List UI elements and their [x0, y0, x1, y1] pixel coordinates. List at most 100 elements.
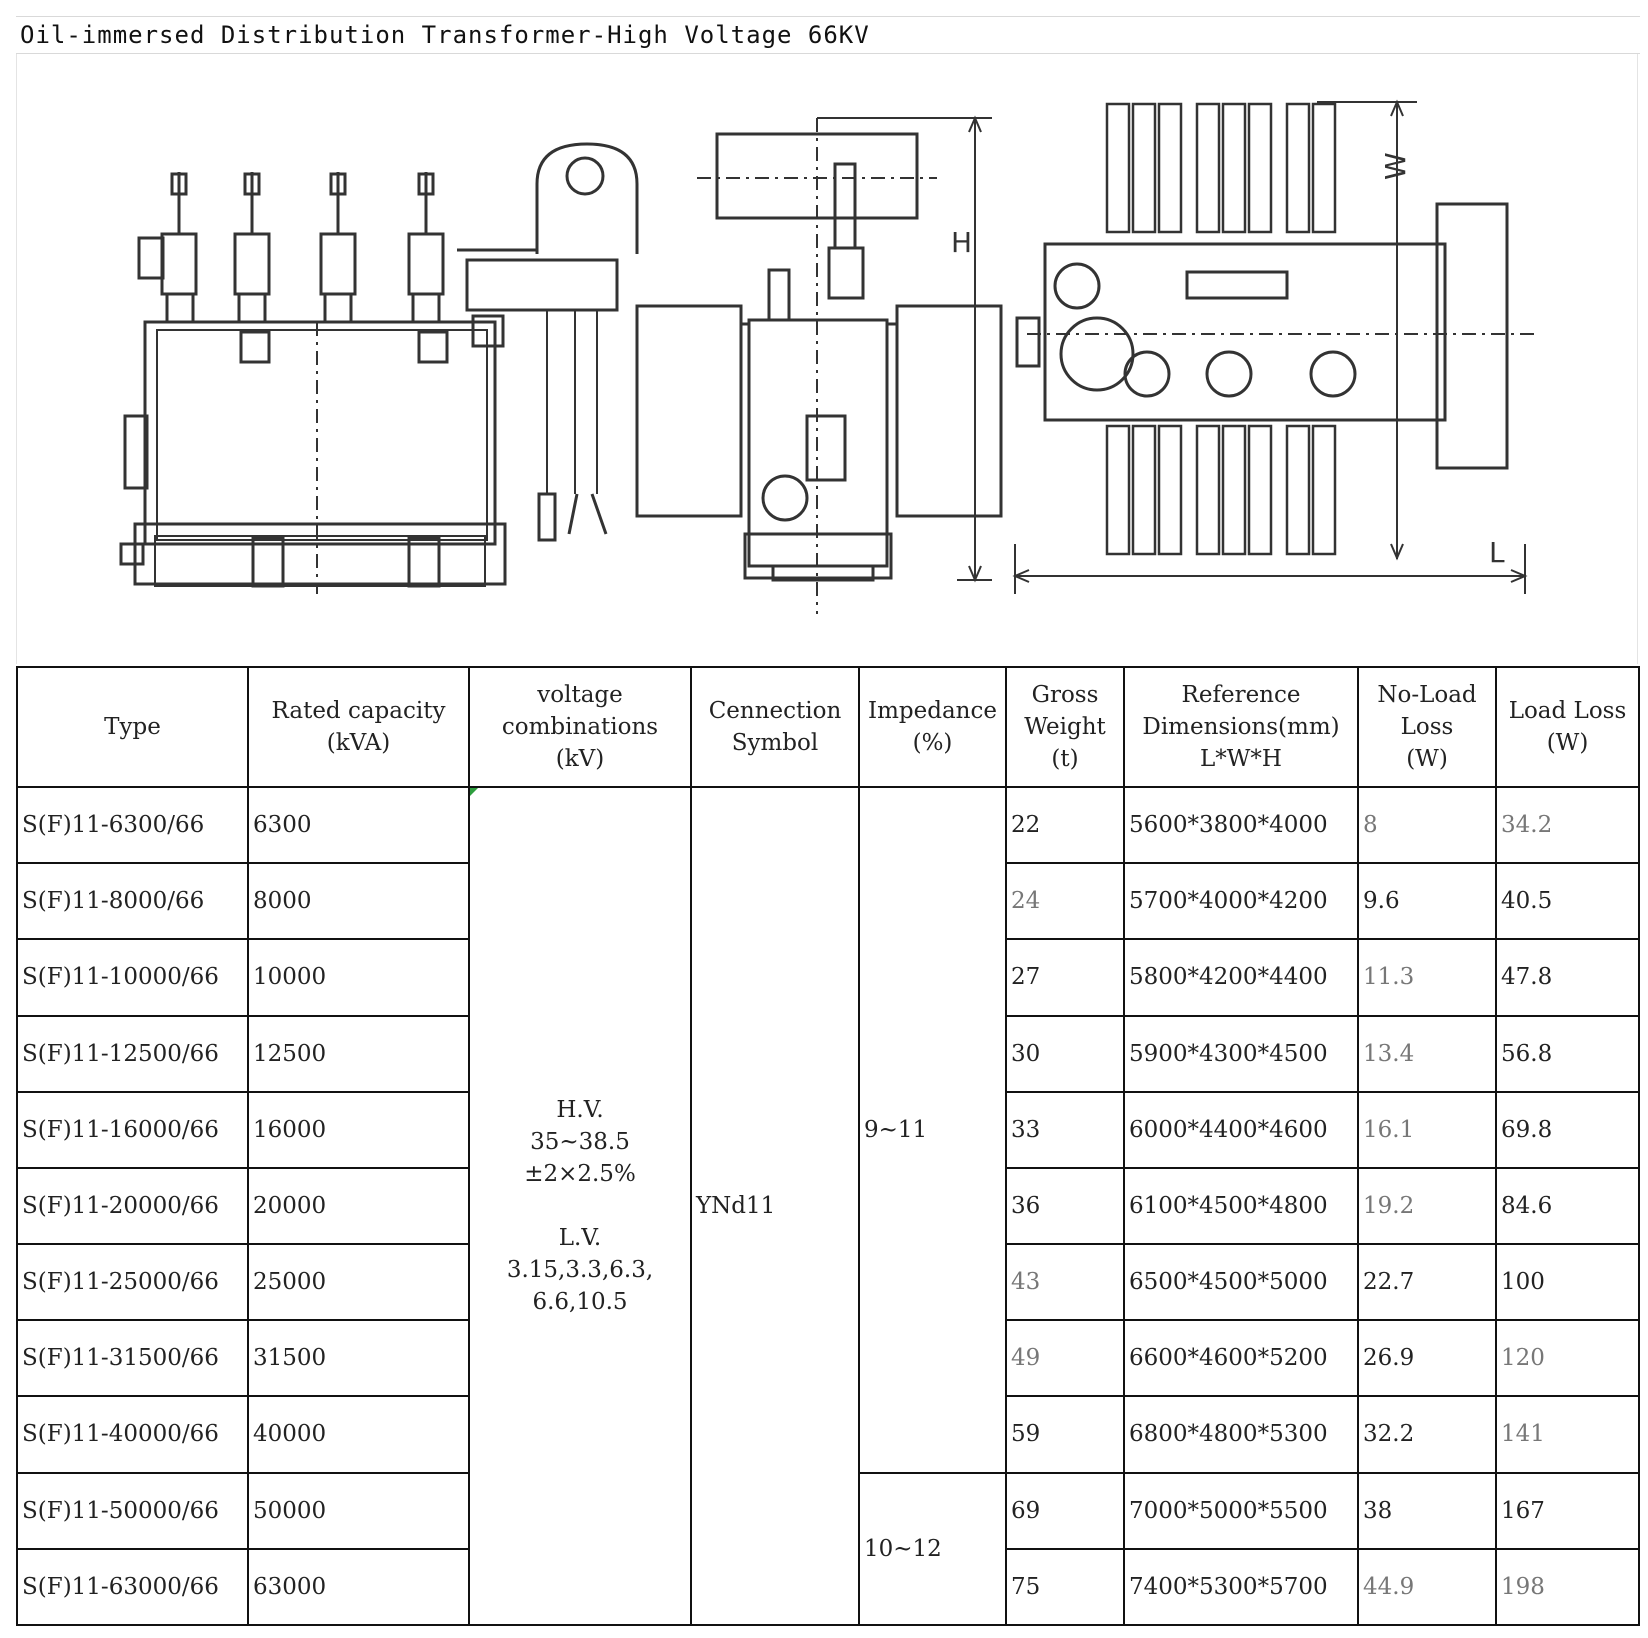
cell-noload-loss: 9.6	[1357, 862, 1497, 941]
cell-weight: 27	[1005, 938, 1125, 1017]
dimension-label-w: W	[1379, 152, 1412, 180]
transformer-outline-drawing-icon: H	[119, 99, 1537, 614]
front-view	[119, 142, 639, 594]
header-type: Type	[16, 666, 249, 788]
side-view	[635, 115, 1003, 614]
cell-weight: 24	[1005, 862, 1125, 941]
cell-noload-loss: 38	[1357, 1471, 1497, 1550]
cell-dimensions: 5900*4300*4500	[1123, 1014, 1359, 1093]
cell-noload-loss: 11.3	[1357, 938, 1497, 1017]
cell-impedance-group-2: 10~12	[858, 1471, 1007, 1627]
cell-load-loss: 100	[1495, 1243, 1640, 1322]
cell-capacity: 31500	[247, 1319, 470, 1398]
table-row: S(F)11-50000/66 50000 10~12 69 7000*5000…	[16, 1471, 1640, 1627]
cell-type: S(F)11-31500/66	[16, 1319, 249, 1398]
table-row: S(F)11-16000/66 16000 33 6000*4400*4600 …	[16, 1090, 1640, 1169]
cell-type: S(F)11-8000/66	[16, 862, 249, 941]
cell-dimensions: 6000*4400*4600	[1123, 1090, 1359, 1169]
transformer-drawing: H	[16, 54, 1638, 664]
dimension-label-h: H	[951, 226, 972, 259]
cell-weight: 49	[1005, 1319, 1125, 1398]
cell-noload-loss: 44.9	[1357, 1547, 1497, 1627]
cell-capacity: 12500	[247, 1014, 470, 1093]
cell-type: S(F)11-50000/66	[16, 1471, 249, 1550]
table-row: S(F)11-10000/66 10000 27 5800*4200*4400 …	[16, 938, 1640, 1017]
table-row: S(F)11-20000/66 20000 36 6100*4500*4800 …	[16, 1166, 1640, 1246]
table-row: S(F)11-40000/66 40000 59 6800*4800*5300 …	[16, 1395, 1640, 1474]
cell-type: S(F)11-6300/66	[16, 785, 249, 865]
cell-weight: 75	[1005, 1547, 1125, 1627]
cell-load-loss: 198	[1495, 1547, 1640, 1627]
cell-noload-loss: 13.4	[1357, 1014, 1497, 1093]
cell-load-loss: 34.2	[1495, 785, 1640, 865]
cell-dimensions: 5700*4000*4200	[1123, 862, 1359, 941]
cell-capacity: 6300	[247, 785, 470, 865]
cell-type: S(F)11-12500/66	[16, 1014, 249, 1093]
table-row: S(F)11-12500/66 12500 30 5900*4300*4500 …	[16, 1014, 1640, 1093]
cell-load-loss: 47.8	[1495, 938, 1640, 1017]
cell-dimensions: 6600*4600*5200	[1123, 1319, 1359, 1398]
top-view	[1012, 99, 1537, 594]
cell-weight: 30	[1005, 1014, 1125, 1093]
cell-voltage-combinations: H.V. 35~38.5 ±2×2.5% L.V. 3.15,3.3,6.3, …	[468, 786, 692, 1626]
cell-type: S(F)11-63000/66	[16, 1547, 249, 1627]
cell-dimensions: 7400*5300*5700	[1123, 1547, 1359, 1627]
cell-capacity: 40000	[247, 1395, 470, 1474]
page-title: Oil-immersed Distribution Transformer-Hi…	[16, 16, 1640, 54]
table-row: S(F)11-63000/66 63000 75 7400*5300*5700 …	[16, 1547, 1640, 1627]
cell-capacity: 8000	[247, 862, 470, 941]
cell-capacity: 50000	[247, 1471, 470, 1550]
cell-dimensions: 5800*4200*4400	[1123, 938, 1359, 1017]
cell-load-loss: 84.6	[1495, 1166, 1640, 1246]
cell-load-loss: 141	[1495, 1395, 1640, 1474]
cell-capacity: 25000	[247, 1243, 470, 1322]
cell-capacity: 10000	[247, 938, 470, 1017]
cell-load-loss: 167	[1495, 1471, 1640, 1550]
cell-load-loss: 69.8	[1495, 1090, 1640, 1169]
cell-noload-loss: 8	[1357, 785, 1497, 865]
cell-load-loss: 40.5	[1495, 862, 1640, 941]
cell-connection-symbol: YNd11	[690, 786, 860, 1626]
table-row: S(F)11-6300/66 6300 H.V. 35~38.5 ±2×2.5%…	[16, 785, 1640, 1626]
header-load-loss: Load Loss(W)	[1495, 666, 1640, 788]
cell-noload-loss: 26.9	[1357, 1319, 1497, 1398]
cell-type: S(F)11-25000/66	[16, 1243, 249, 1322]
cell-dimensions: 7000*5000*5500	[1123, 1471, 1359, 1550]
table-row: S(F)11-25000/66 25000 43 6500*4500*5000 …	[16, 1243, 1640, 1322]
cell-capacity: 63000	[247, 1547, 470, 1627]
dimension-label-l: L	[1489, 536, 1505, 569]
cell-weight: 43	[1005, 1243, 1125, 1322]
cell-type: S(F)11-20000/66	[16, 1166, 249, 1246]
cell-weight: 22	[1005, 785, 1125, 865]
cell-noload-loss: 16.1	[1357, 1090, 1497, 1169]
cell-dimensions: 6500*4500*5000	[1123, 1243, 1359, 1322]
cell-weight: 36	[1005, 1166, 1125, 1246]
cell-noload-loss: 19.2	[1357, 1166, 1497, 1246]
table-row: S(F)11-31500/66 31500 49 6600*4600*5200 …	[16, 1319, 1640, 1398]
cell-dimensions: 6100*4500*4800	[1123, 1166, 1359, 1246]
cell-capacity: 20000	[247, 1166, 470, 1246]
cell-weight: 69	[1005, 1471, 1125, 1550]
header-impedance: Impedance(%)	[858, 666, 1007, 788]
header-capacity: Rated capacity(kVA)	[247, 666, 470, 788]
cell-dimensions: 5600*3800*4000	[1123, 785, 1359, 865]
cell-load-loss: 120	[1495, 1319, 1640, 1398]
table-row: S(F)11-8000/66 8000 24 5700*4000*4200 9.…	[16, 862, 1640, 941]
cell-impedance-group-1: 9~11	[858, 786, 1007, 1474]
cell-weight: 33	[1005, 1090, 1125, 1169]
cell-noload-loss: 22.7	[1357, 1243, 1497, 1322]
cell-weight: 59	[1005, 1395, 1125, 1474]
cell-dimensions: 6800*4800*5300	[1123, 1395, 1359, 1474]
cell-capacity: 16000	[247, 1090, 470, 1169]
cell-type: S(F)11-16000/66	[16, 1090, 249, 1169]
cell-load-loss: 56.8	[1495, 1014, 1640, 1093]
cell-noload-loss: 32.2	[1357, 1395, 1497, 1474]
cell-type: S(F)11-40000/66	[16, 1395, 249, 1474]
